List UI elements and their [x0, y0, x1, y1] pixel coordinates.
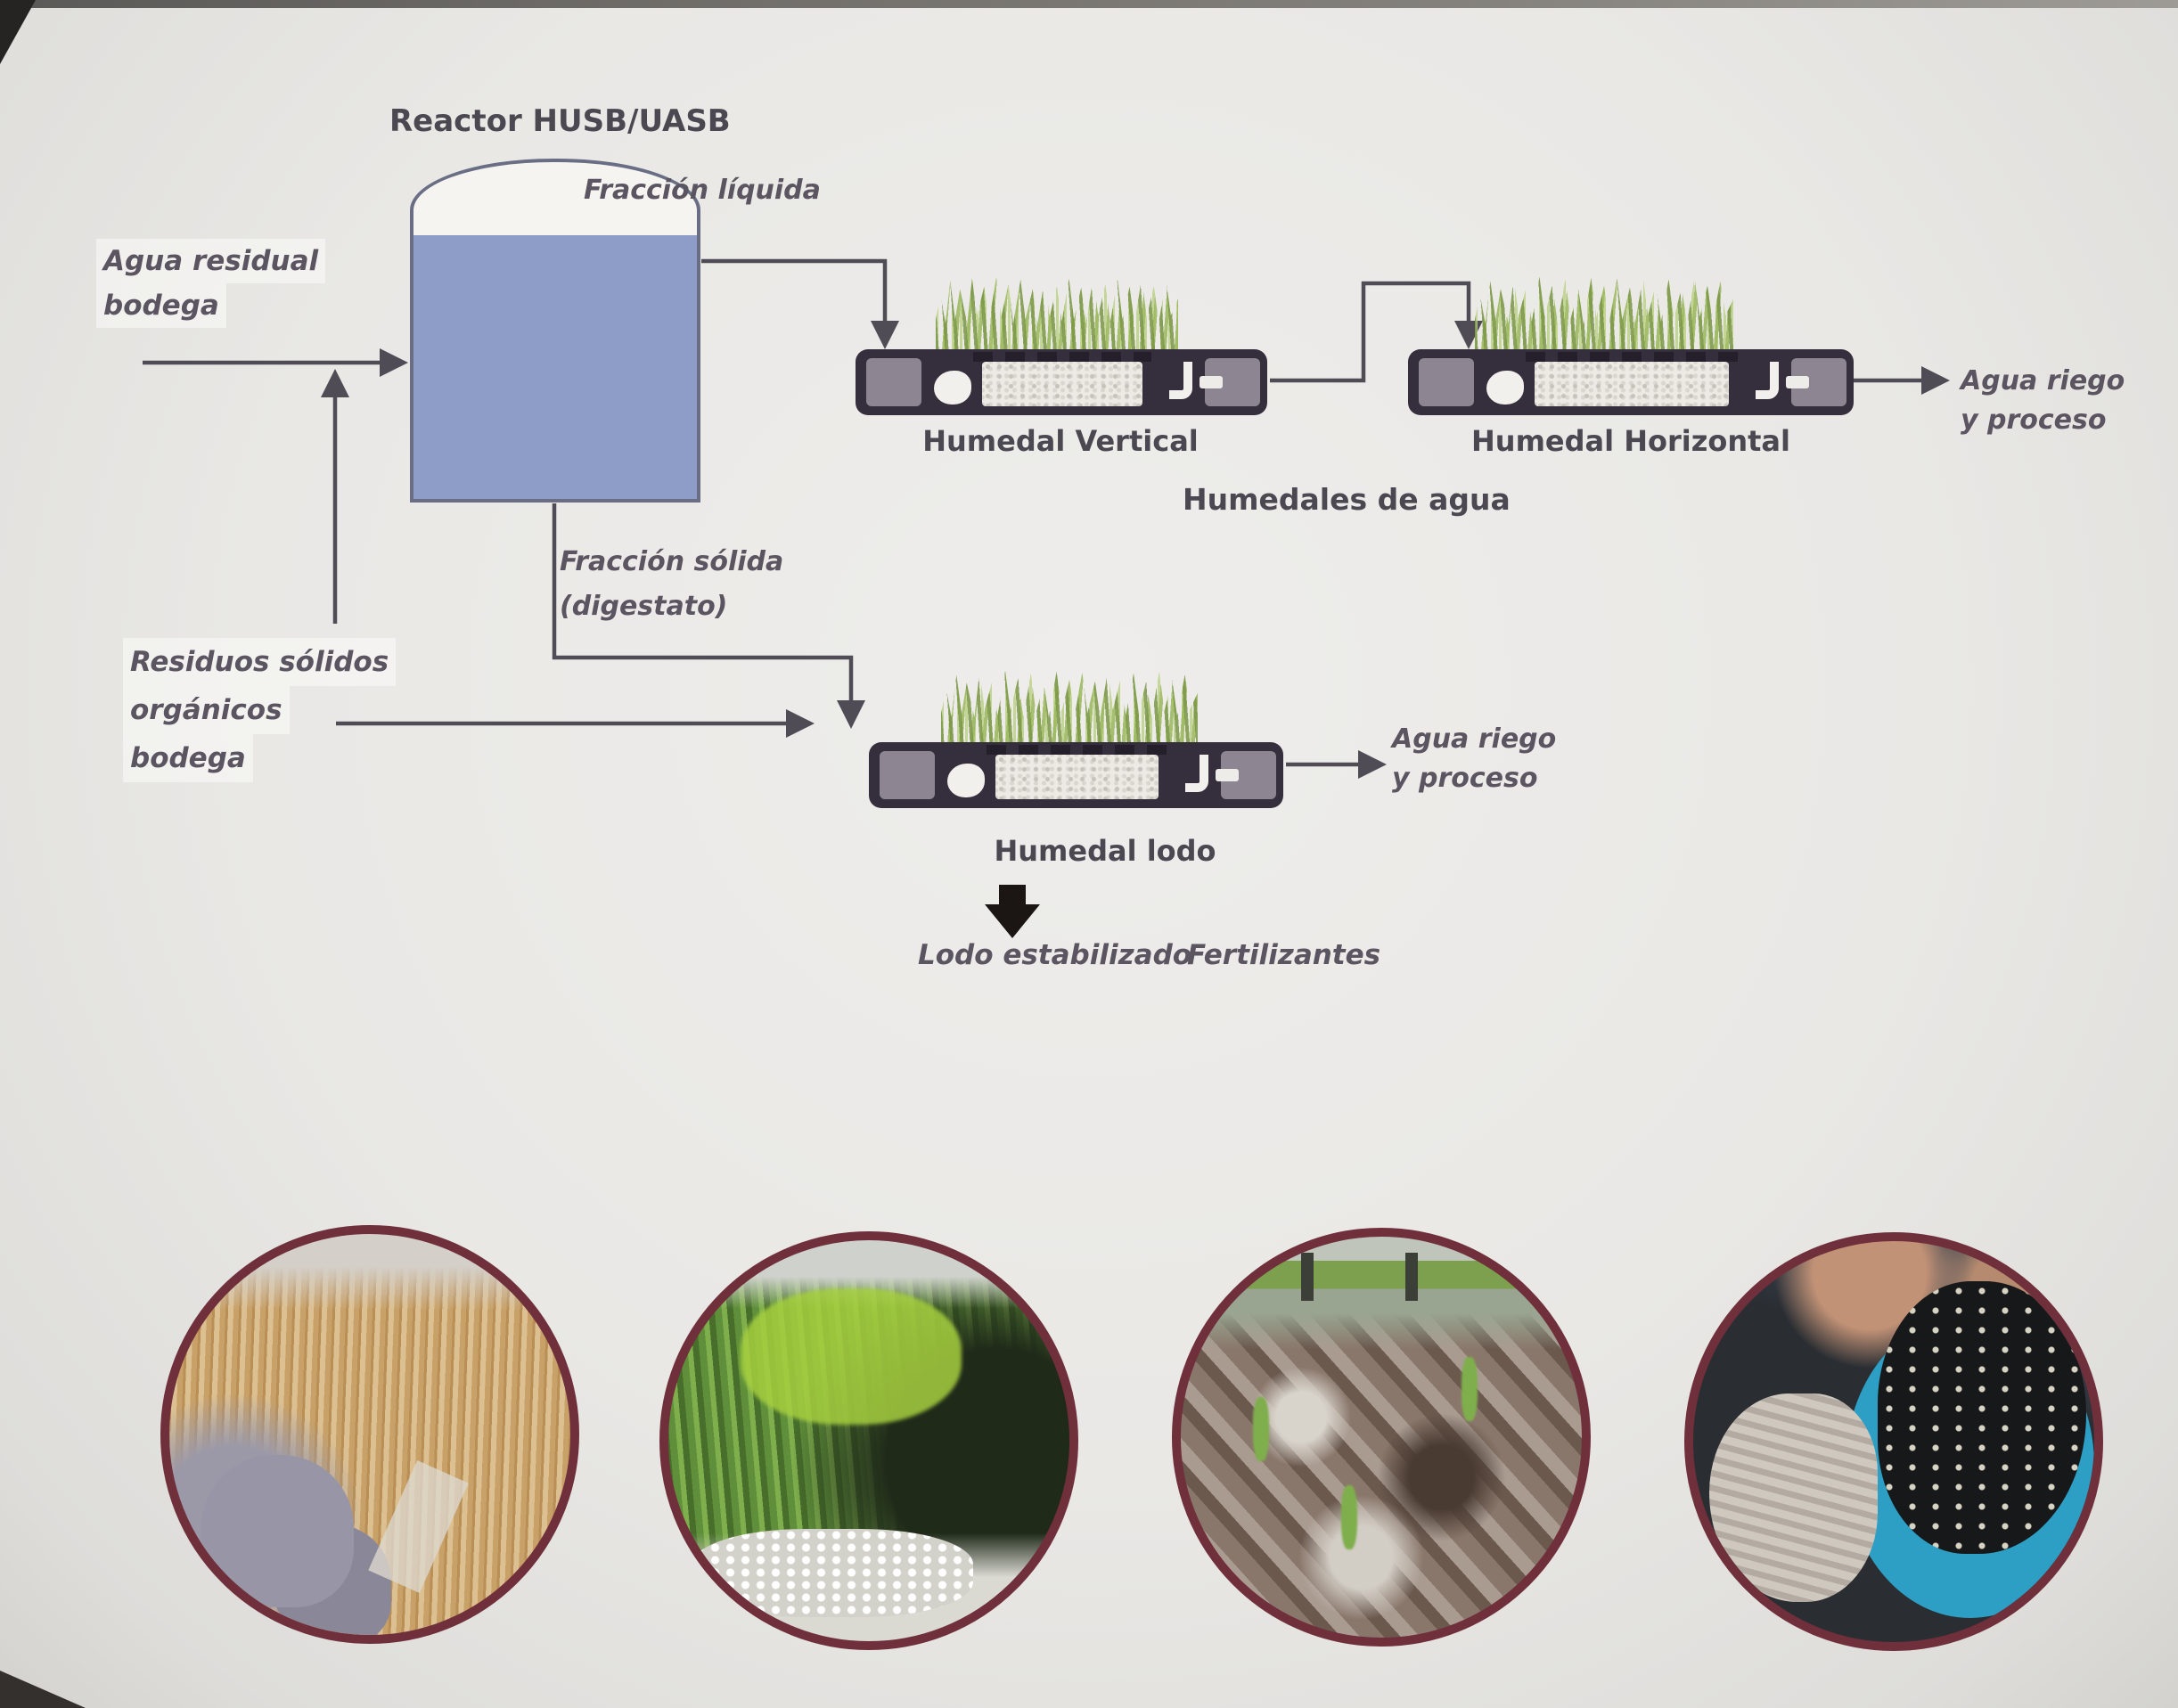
fraccion-solida-line2: (digestato)	[560, 591, 728, 622]
residuos-line3: bodega	[123, 734, 253, 782]
liquid-fraction-line	[701, 258, 888, 331]
lodo-estabilizado-label: Lodo estabilizado	[918, 939, 1192, 971]
photo-detail	[201, 1454, 354, 1607]
agua-residual-line2: bodega	[96, 283, 226, 328]
liquid-fraction-arrow-icon	[871, 321, 899, 349]
humedales-de-agua-label: Humedales de agua	[1183, 482, 1511, 517]
humedal-vertical-label: Humedal Vertical	[922, 424, 1199, 458]
bed-end-block	[880, 751, 935, 799]
bed-end-block	[1419, 358, 1474, 406]
scan-edge-top-left	[0, 0, 36, 64]
bed-end-block	[1786, 358, 1846, 406]
lodo-outflow-arrow-icon	[1358, 750, 1387, 779]
bed-gravel-layer	[982, 362, 1142, 406]
wetland-vertical-bed	[856, 349, 1267, 415]
residuos-up-arrow-icon	[321, 369, 349, 397]
bed-end-block	[1216, 751, 1276, 799]
scan-edge-bottom-left	[0, 1671, 86, 1708]
bed-end-block	[1200, 358, 1260, 406]
fraccion-solida-label: Fracción sólida (digestato)	[560, 540, 783, 629]
photo-dried-wetland	[160, 1225, 579, 1644]
photo-detail	[367, 1460, 469, 1593]
photo-fertilizer-hands	[1684, 1232, 2103, 1651]
fraccion-liquida-label: Fracción líquida	[584, 175, 821, 206]
photo-detail	[692, 1529, 973, 1617]
agua-riego-1-line1: Agua riego	[1961, 365, 2125, 396]
humedal-horizontal-label: Humedal Horizontal	[1471, 424, 1790, 458]
bed-outlet-pipe	[1756, 362, 1779, 399]
agua-riego-proceso-label-1: Agua riego y proceso	[1961, 362, 2125, 440]
residuos-line2: orgánicos	[123, 686, 290, 734]
wetland-lodo-grass	[941, 670, 1198, 750]
scan-edge-top	[0, 0, 2178, 8]
stabilized-sludge-down-arrow-icon	[985, 885, 1040, 938]
wetland-vertical-grass	[936, 276, 1178, 356]
bed-gravel-layer	[1535, 362, 1729, 406]
inflow-arrow-icon	[380, 348, 408, 377]
agua-riego-proceso-label-2: Agua riego y proceso	[1392, 720, 1556, 798]
bed-gravel-layer	[995, 755, 1159, 799]
agua-residual-line1: Agua residual	[96, 239, 326, 283]
photo-detail	[1462, 1357, 1478, 1421]
photo-detail	[1253, 1397, 1269, 1461]
agua-riego-2-line1: Agua riego	[1392, 723, 1557, 755]
photo-detail	[741, 1288, 962, 1425]
photo-sludge-bed	[1172, 1228, 1591, 1647]
fertilizantes-label: Fertilizantes	[1187, 939, 1381, 971]
bed-mulch-line	[1526, 352, 1738, 362]
reactor-tank	[410, 159, 700, 503]
residuos-arrow-icon	[786, 709, 815, 738]
agua-riego-2-line2: y proceso	[1392, 763, 1538, 794]
agua-riego-1-line2: y proceso	[1961, 405, 2107, 436]
wetland-horizontal-bed	[1408, 349, 1854, 415]
photo-green-wetland	[659, 1231, 1078, 1650]
agua-residual-label: Agua residual bodega	[96, 239, 326, 328]
bed-outlet-pipe	[1169, 362, 1192, 399]
reactor-tank-water	[413, 235, 697, 499]
residuos-solidos-label: Residuos sólidos orgánicos bodega	[123, 638, 397, 782]
reactor-title: Reactor HUSB/UASB	[389, 103, 731, 139]
photo-detail	[1878, 1281, 2086, 1554]
wetland-horizontal-grass	[1475, 276, 1733, 356]
bed-end-block	[866, 358, 921, 406]
bed-mulch-line	[987, 745, 1167, 755]
bed-inlet-port	[1486, 371, 1524, 405]
photo-detail	[1301, 1253, 1314, 1301]
photo-detail	[1405, 1253, 1418, 1301]
bed-inlet-port	[947, 764, 985, 797]
sludge-wetland-inlet-arrow-icon	[837, 700, 865, 729]
agua-riego-arrow-icon	[1921, 366, 1950, 395]
fraccion-solida-line1: Fracción sólida	[560, 546, 784, 577]
wetland-lodo-bed	[869, 742, 1283, 808]
photo-detail	[1341, 1485, 1357, 1549]
humedal-lodo-label: Humedal lodo	[994, 834, 1216, 868]
photo-detail	[1709, 1393, 1878, 1602]
residuos-line1: Residuos sólidos	[123, 638, 397, 686]
bed-mulch-line	[973, 352, 1151, 362]
bed-inlet-port	[934, 371, 971, 405]
bed-outlet-pipe	[1185, 755, 1208, 792]
